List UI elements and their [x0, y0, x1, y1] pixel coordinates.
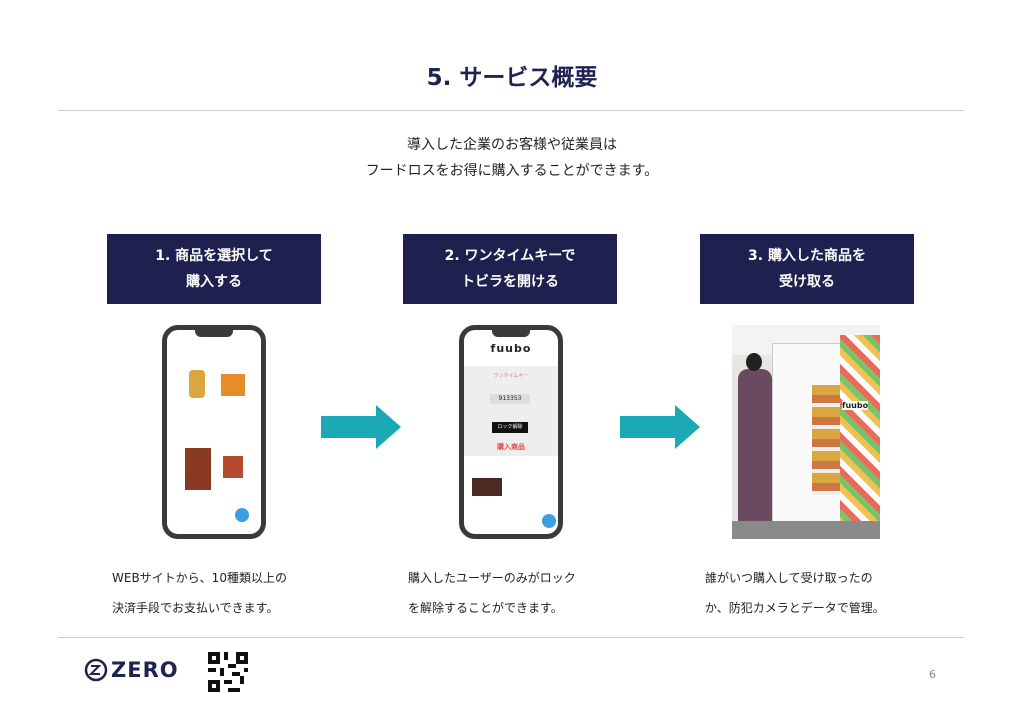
fridge-side-panel — [840, 335, 880, 525]
step-title: 3. 購入した商品を — [748, 248, 866, 264]
fridge-shelves — [812, 385, 840, 495]
arrow-right-icon — [620, 405, 700, 449]
subtitle-line: 導入した企業のお客様や従業員は — [407, 137, 617, 153]
chat-icon — [542, 514, 556, 528]
step-2-header: 2. ワンタイムキーでトビラを開ける — [403, 234, 617, 304]
product-image — [221, 374, 245, 396]
phone-shop-screenshot — [162, 325, 266, 539]
zero-logo-text: ZERO — [111, 658, 179, 682]
step-1-description: WEBサイトから、10種類以上の決済手段でお支払いできます。 — [112, 563, 287, 623]
purchased-label: 購入商品 — [497, 443, 525, 451]
qr-code[interactable] — [208, 652, 248, 692]
subtitle: 導入した企業のお客様や従業員は フードロスをお得に購入することができます。 — [0, 132, 1024, 184]
phone-notch — [195, 330, 233, 337]
step-3-description: 誰がいつ購入して受け取ったのか、防犯カメラとデータで管理。 — [705, 563, 885, 623]
person-head — [746, 353, 762, 371]
zero-logo: ZERO — [84, 658, 179, 682]
divider-top — [58, 110, 964, 111]
step-title: トビラを開ける — [461, 274, 559, 290]
floor — [732, 521, 880, 539]
divider-bottom — [58, 637, 964, 638]
step-title: 購入する — [186, 274, 242, 290]
description-line: か、防犯カメラとデータで管理。 — [705, 601, 885, 615]
page-number: 6 — [929, 668, 936, 681]
description-line: 誰がいつ購入して受け取ったの — [705, 571, 873, 585]
step-3-header: 3. 購入した商品を受け取る — [700, 234, 914, 304]
product-image — [223, 456, 243, 478]
product-image — [189, 370, 205, 398]
person — [738, 369, 772, 529]
fridge-logo: fuubo — [842, 401, 869, 410]
description-line: 購入したユーザーのみがロック — [408, 571, 576, 585]
fuubo-logo: fuubo — [490, 342, 532, 355]
product-image — [472, 478, 502, 496]
step-2-description: 購入したユーザーのみがロックを解除することができます。 — [408, 563, 576, 623]
page-title: 5. サービス概要 — [426, 65, 598, 91]
unlock-button: ロック解除 — [492, 422, 528, 433]
step-1-header: 1. 商品を選択して購入する — [107, 234, 321, 304]
step-title: 2. ワンタイムキーで — [444, 248, 576, 264]
one-time-key: 913353 — [490, 394, 530, 404]
unlock-panel — [464, 366, 558, 456]
product-image — [185, 448, 211, 490]
key-label: ワンタイムキー — [493, 373, 529, 379]
fridge-photo: fuubo — [732, 325, 880, 539]
description-line: 決済手段でお支払いできます。 — [112, 601, 279, 615]
zero-logo-mark-icon — [84, 658, 108, 682]
subtitle-line: フードロスをお得に購入することができます。 — [365, 163, 659, 179]
phone-notch — [492, 330, 530, 337]
chat-icon — [235, 508, 249, 522]
description-line: を解除することができます。 — [408, 601, 563, 615]
arrow-right-icon — [321, 405, 401, 449]
description-line: WEBサイトから、10種類以上の — [112, 571, 287, 585]
step-title: 1. 商品を選択して — [155, 248, 273, 264]
step-title: 受け取る — [779, 274, 835, 290]
phone-unlock-screenshot: fuubo ワンタイムキー 913353 ロック解除 購入商品 — [459, 325, 563, 539]
